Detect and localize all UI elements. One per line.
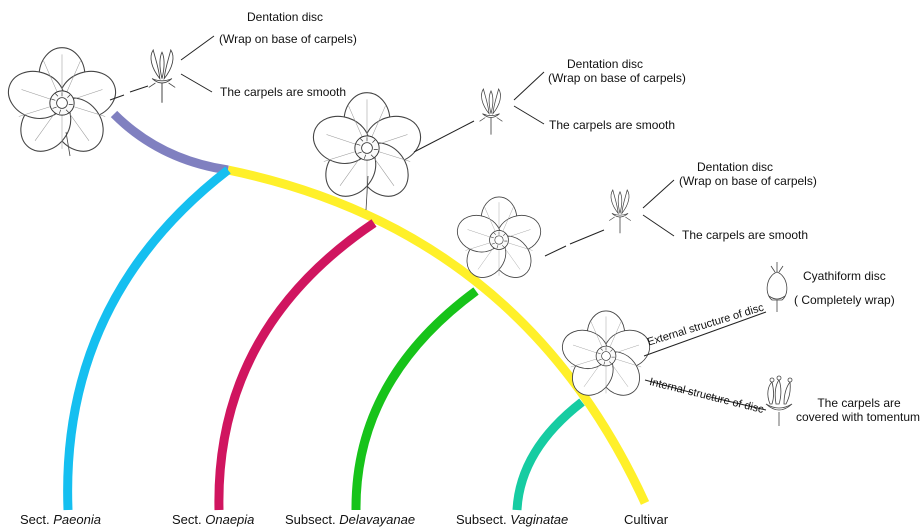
cyathiform-disc-label: Cyathiform disc xyxy=(803,269,886,283)
tomentum-carpel-icon xyxy=(766,376,792,426)
vaginatae-branch xyxy=(517,402,582,510)
cyathiform-disc-icon xyxy=(767,262,787,312)
flower-drawing-icon xyxy=(557,311,654,403)
clade-label-delavayanae: Subsect. Delavayanae xyxy=(285,512,415,527)
carpel-drawing-icon xyxy=(149,50,175,103)
completely-wrap-label: ( Completely wrap) xyxy=(794,293,895,307)
clade-label-cultivar: Cultivar xyxy=(624,512,668,527)
carpels-smooth-label: The carpels are smooth xyxy=(220,85,346,99)
tomentum-label-line1: The carpels are xyxy=(797,396,921,410)
carpel-drawing-icon xyxy=(480,89,503,135)
tomentum-label-line2: covered with tomentum xyxy=(792,410,924,424)
clade-label-paeonia: Sect. Paeonia xyxy=(20,512,101,527)
root-branch xyxy=(114,114,228,170)
paeonia-branch xyxy=(68,170,228,510)
wrap-carpels-label: (Wrap on base of carpels) xyxy=(548,71,686,85)
delavayanae-branch xyxy=(356,291,476,510)
wrap-carpels-label: (Wrap on base of carpels) xyxy=(679,174,817,188)
clade-label-onaepia: Sect. Onaepia xyxy=(172,512,254,527)
clade-label-vaginatae: Subsect. Vaginatae xyxy=(456,512,568,527)
dentation-disc-label: Dentation disc xyxy=(567,57,643,71)
onaepia-branch xyxy=(219,223,374,510)
carpels-smooth-label: The carpels are smooth xyxy=(682,228,808,242)
wrap-carpels-label: (Wrap on base of carpels) xyxy=(219,32,357,46)
dentation-disc-label: Dentation disc xyxy=(247,10,323,24)
dentation-disc-label: Dentation disc xyxy=(697,160,773,174)
carpel-drawing-icon xyxy=(609,190,631,233)
flower-drawing-icon xyxy=(2,48,121,161)
carpels-smooth-label: The carpels are smooth xyxy=(549,118,675,132)
